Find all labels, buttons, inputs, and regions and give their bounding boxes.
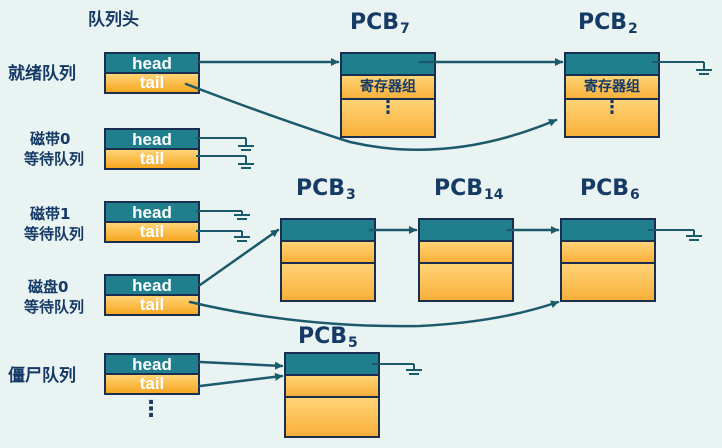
- ready-tail-field: tail: [106, 74, 198, 92]
- pcb2-link-field: [566, 54, 658, 76]
- pcb3-field-2: [282, 242, 374, 264]
- pcb5-title: PCB5: [298, 324, 358, 351]
- tape1-label-line2: 等待队列: [24, 225, 85, 243]
- pcb3-box: [280, 218, 376, 302]
- pcb7-link-field: [342, 54, 434, 76]
- pcb14-title: PCB14: [434, 176, 504, 203]
- tape0-head-field: head: [106, 130, 198, 150]
- tape1-tail-null-ground-icon: [196, 230, 250, 242]
- pcb6-link-field: [562, 220, 654, 242]
- pcb7-ellipsis: ⋮: [342, 99, 434, 136]
- ready-queue-label: 就绪队列: [8, 64, 76, 84]
- pcb6-null-ground-icon: [648, 229, 702, 241]
- disk0-head-field: head: [106, 276, 198, 296]
- disk0-label-line1: 磁盘0: [28, 278, 69, 296]
- pcb2-box: 寄存器组 ⋮: [564, 52, 660, 138]
- disk0-tail-field: tail: [106, 296, 198, 314]
- tape1-tail-field: tail: [106, 223, 198, 241]
- tape0-label-line2: 等待队列: [24, 150, 85, 168]
- pcb6-box: [560, 218, 656, 302]
- tape1-label-line1: 磁带1: [30, 205, 71, 223]
- zombie-head-field: head: [106, 355, 198, 375]
- pcb6-title: PCB6: [580, 176, 640, 203]
- pcb6-field-3: [562, 264, 654, 300]
- pcb3-title: PCB3: [296, 176, 356, 203]
- pcb7-box: 寄存器组 ⋮: [340, 52, 436, 138]
- tape1-head-field: head: [106, 203, 198, 223]
- tape0-queue-headtail: head tail: [104, 128, 200, 170]
- disk0-head-to-pcb3-arrow: [198, 228, 280, 287]
- disk0-queue-headtail: head tail: [104, 274, 200, 316]
- pcb5-field-3: [286, 398, 378, 436]
- pcb6-field-2: [562, 242, 654, 264]
- pcb2-title: PCB2: [578, 10, 638, 37]
- pcb5-field-2: [286, 376, 378, 398]
- tape0-tail-null-ground-icon: [196, 155, 254, 169]
- tape0-tail-field: tail: [106, 150, 198, 168]
- zombie-tail-field: tail: [106, 375, 198, 393]
- tape0-label-line1: 磁带0: [30, 130, 71, 148]
- queue-header-label: 队列头: [88, 10, 139, 30]
- pcb2-register-field: 寄存器组: [566, 76, 658, 100]
- pcb3-link-field: [282, 220, 374, 242]
- pcb14-link-field: [420, 220, 512, 242]
- disk0-label-line2: 等待队列: [24, 298, 85, 316]
- zombie-queue-headtail: head tail: [104, 353, 200, 395]
- pcb7-title: PCB7: [350, 10, 410, 37]
- zombie-tail-to-pcb5-arrow: [198, 372, 284, 388]
- tape1-queue-headtail: head tail: [104, 201, 200, 243]
- ready-queue-headtail: head tail: [104, 52, 200, 94]
- pcb2-null-ground-icon: [652, 61, 712, 75]
- tape0-head-null-ground-icon: [196, 137, 254, 151]
- zombie-head-to-pcb5-arrow: [198, 360, 284, 370]
- zombie-queue-label: 僵尸队列: [8, 366, 76, 386]
- pcb14-field-3: [420, 264, 512, 300]
- pcb2-ellipsis: ⋮: [566, 99, 658, 136]
- pcb3-field-3: [282, 264, 374, 300]
- more-queues-ellipsis: ⋮: [140, 397, 162, 422]
- pcb14-box: [418, 218, 514, 302]
- pcb5-box: [284, 352, 380, 438]
- disk0-tail-to-pcb6-arrow: [188, 300, 560, 328]
- ready-head-field: head: [106, 54, 198, 74]
- pcb14-field-2: [420, 242, 512, 264]
- tape1-head-null-ground-icon: [196, 210, 250, 220]
- pcb5-link-field: [286, 354, 378, 376]
